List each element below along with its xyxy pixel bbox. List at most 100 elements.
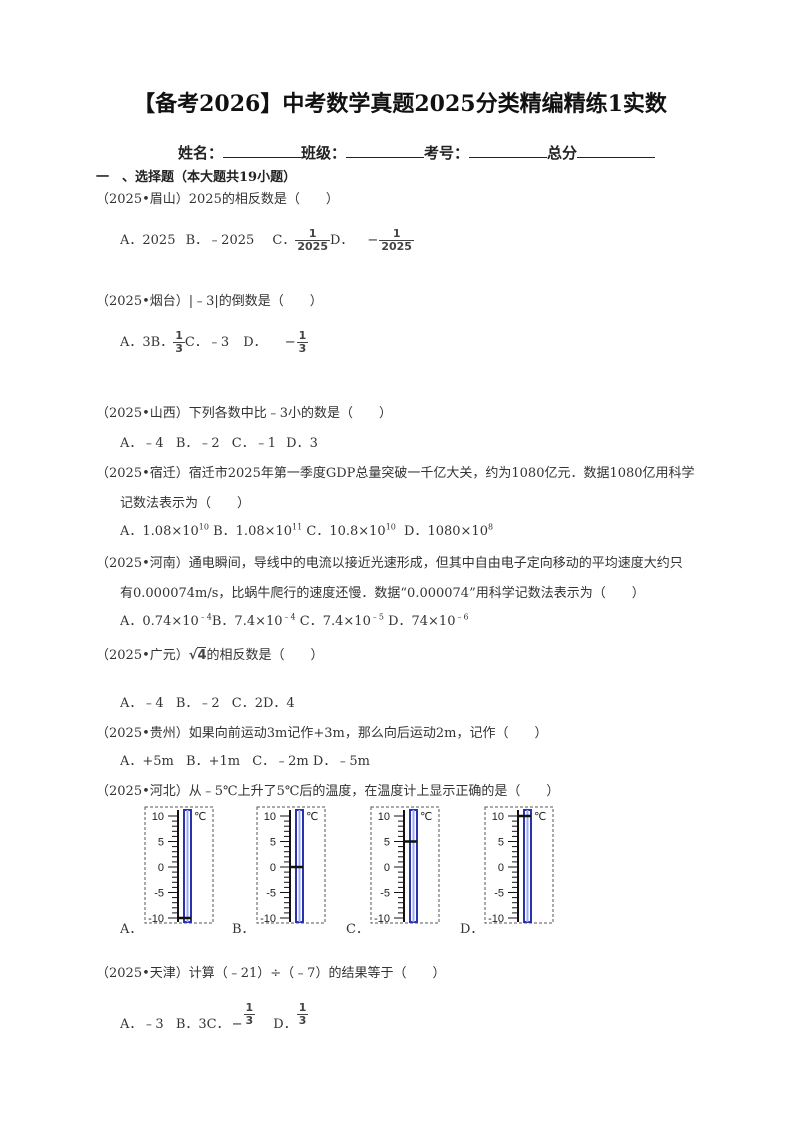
- student-info-line: 姓名： 班级： 考号： 总分: [178, 142, 656, 163]
- option-d[interactable]: D．﹣5m: [312, 754, 370, 769]
- option-c[interactable]: C．7.4×10﹣5: [299, 612, 384, 629]
- unit-label: ℃: [420, 810, 432, 823]
- question-options: A．0.74×10﹣4B．7.4×10﹣4 C．7.4×10﹣5 D．74×10…: [120, 610, 469, 629]
- tick-label: -5: [380, 888, 390, 900]
- tick-label: 10: [264, 811, 276, 823]
- tick-label: 0: [158, 862, 164, 874]
- option-a[interactable]: A．1.08×1010: [120, 522, 209, 539]
- tick-label: -10: [148, 913, 164, 924]
- name-label: 姓名：: [178, 144, 224, 162]
- section-heading: 一 、选择题（本大题共19小题）: [96, 170, 297, 185]
- option-a[interactable]: A．﹣4: [120, 436, 164, 451]
- option-b[interactable]: B．﹣2025: [185, 233, 255, 248]
- tick-label: 5: [158, 837, 164, 849]
- exam-no-blank[interactable]: [469, 143, 548, 158]
- tick-label: 5: [270, 837, 276, 849]
- option-c[interactable]: C．: [346, 922, 369, 937]
- option-a[interactable]: A．0.74×10﹣4: [120, 612, 212, 629]
- option-c[interactable]: C．﹣1: [231, 436, 276, 451]
- option-a[interactable]: A．: [120, 922, 143, 937]
- option-b[interactable]: B．7.4×10﹣4: [211, 612, 296, 629]
- option-d[interactable]: D．: [460, 922, 484, 937]
- thermometer-d[interactable]: 10 5 0 -5 -10 ℃: [484, 806, 554, 928]
- question-stem: （2025•广元）√4的相反数是（ ）: [96, 647, 324, 663]
- question-options: A．﹣4 B．﹣2 C．﹣1 D．3: [120, 432, 318, 451]
- option-b[interactable]: B．+1m: [186, 754, 241, 769]
- option-d[interactable]: D．: [329, 233, 354, 248]
- option-d[interactable]: D．74×10﹣6: [388, 612, 469, 629]
- class-label: 班级：: [301, 144, 347, 162]
- tick-label: 0: [498, 862, 504, 874]
- option-a[interactable]: A．+5m: [120, 754, 174, 769]
- question-options: A．1.08×1010 B．1.08×1011 C．10.8×1010 D．10…: [120, 520, 493, 539]
- option-b[interactable]: B．﹣2: [175, 436, 220, 451]
- option-b[interactable]: B．1.08×1011: [213, 522, 303, 539]
- class-blank[interactable]: [346, 143, 425, 158]
- tick-label: 5: [498, 837, 504, 849]
- question-stem: （2025•河南）通电瞬间，导线中的电流以接近光速形成，但其中自由电子定向移动的…: [96, 556, 683, 571]
- thermometer-svg: 10 5 0 -5 -10 ℃: [484, 806, 554, 925]
- total-blank[interactable]: [577, 143, 656, 158]
- tick-label: -10: [260, 913, 276, 924]
- tick-label: 10: [492, 811, 504, 823]
- option-d[interactable]: D．3: [286, 436, 318, 451]
- option-c[interactable]: C．: [272, 233, 296, 248]
- thermometer-a[interactable]: 10 5 0 -5 -10 ℃: [144, 806, 214, 928]
- option-b[interactable]: B．: [150, 335, 174, 350]
- question-stem-continued: 记数法表示为（ ）: [120, 496, 251, 511]
- option-a[interactable]: A．﹣3: [120, 1017, 164, 1032]
- sqrt-expression: √4: [188, 647, 207, 663]
- option-d[interactable]: D．: [243, 335, 267, 350]
- thermometer-frame: [256, 806, 326, 924]
- question-stem: （2025•贵州）如果向前运动3m记作+3m，那么向后运动2m，记作（ ）: [96, 726, 548, 741]
- unit-label: ℃: [194, 810, 206, 823]
- option-d[interactable]: D．1080×108: [404, 522, 494, 539]
- option-b[interactable]: B．﹣2: [175, 696, 220, 711]
- option-b[interactable]: B．: [232, 922, 255, 937]
- tick-label: 10: [378, 811, 390, 823]
- tick-label: -10: [374, 913, 390, 924]
- option-a[interactable]: A．﹣4: [120, 696, 164, 711]
- question-stem-continued: 有0.000074m/s，比蜗牛爬行的速度还慢．数据“0.000074”用科学记…: [120, 586, 645, 601]
- tick-label: -5: [154, 888, 164, 900]
- tick-label: 10: [152, 811, 164, 823]
- unit-label: ℃: [534, 810, 546, 823]
- tick-label: -5: [494, 888, 504, 900]
- question-stem: （2025•山西）下列各数中比﹣3小的数是（ ）: [96, 406, 393, 421]
- option-d[interactable]: D．: [273, 1017, 297, 1032]
- option-a[interactable]: A．2025: [120, 233, 176, 248]
- option-d[interactable]: D．4: [263, 696, 295, 711]
- option-c[interactable]: C．10.8×1010: [306, 522, 396, 539]
- thermometer-svg: 10 5 0 -5 -10 ℃: [144, 806, 214, 925]
- option-b[interactable]: B．3: [175, 1017, 207, 1032]
- question-stem: （2025•宿迁）宿迁市2025年第一季度GDP总量突破一千亿大关，约为1080…: [96, 466, 695, 481]
- question-options: A．+5m B．+1m C．﹣2m D．﹣5m: [120, 750, 370, 769]
- tick-label: 5: [384, 837, 390, 849]
- option-c[interactable]: C．﹣2m: [252, 754, 309, 769]
- page-title: 【备考2026】中考数学真题2025分类精编精练1实数: [133, 91, 667, 117]
- option-a[interactable]: A．3: [120, 335, 151, 350]
- exam-no-label: 考号：: [424, 144, 470, 162]
- tick-label: -10: [488, 913, 504, 924]
- thermometer-frame: [484, 806, 554, 924]
- option-c[interactable]: C．﹣3: [184, 335, 230, 350]
- option-c[interactable]: C．2: [231, 696, 263, 711]
- thermometer-frame: [144, 806, 214, 924]
- total-label: 总分: [547, 144, 578, 162]
- name-blank[interactable]: [223, 143, 302, 158]
- question-stem: （2025•眉山）2025的相反数是（ ）: [96, 192, 339, 207]
- question-stem: （2025•河北）从﹣5℃上升了5℃后的温度，在温度计上显示正确的是（ ）: [96, 784, 560, 799]
- option-c[interactable]: C．: [206, 1017, 230, 1032]
